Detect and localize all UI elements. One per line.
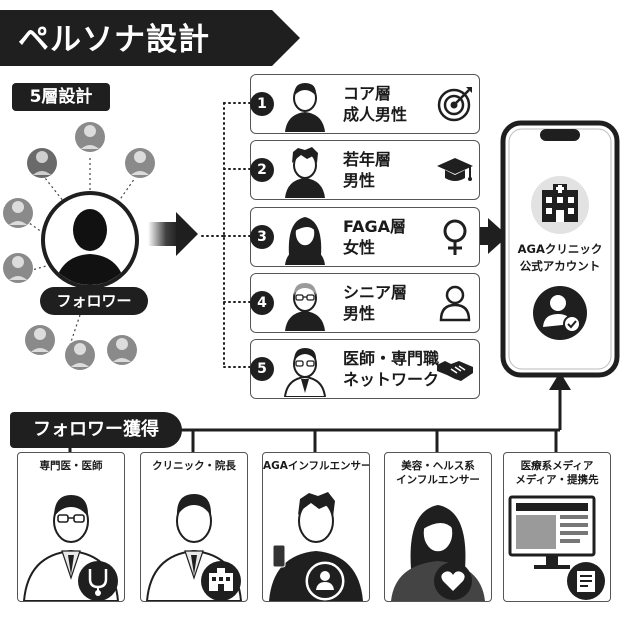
acquisition-card-clinic-director: クリニック・院長 — [140, 452, 248, 602]
layer-title: 若年層 — [343, 150, 392, 169]
acquisition-subtitle: インフルエンサー — [396, 474, 480, 486]
doctor-avatar-icon — [283, 348, 327, 397]
user-icon — [304, 560, 346, 601]
beauty-influencer-illustration — [391, 505, 485, 601]
arrow-to-layers — [148, 212, 198, 256]
media-monitor-illustration — [508, 495, 605, 600]
layer-number: 4 — [250, 291, 274, 315]
acquisition-title: 美容・ヘルス系 — [401, 460, 475, 472]
target-icon — [437, 87, 472, 122]
layer-subtitle: 成人男性 — [343, 105, 408, 124]
page-title: ペルソナ設計 — [18, 22, 210, 58]
official-account-label: AGAクリニック 公式アカウント — [510, 241, 610, 275]
layer-card-4: 4 シニア層男性 — [250, 273, 480, 333]
acquisition-card-specialist: 専門医・医師 — [17, 452, 125, 602]
acquisition-card-medical-media: 医療系メディアメディア・提携先 — [503, 452, 611, 602]
gray-avatar-icon — [25, 325, 55, 355]
acquisition-card-beauty-health-influencer: 美容・ヘルス系インフルエンサー — [384, 452, 492, 602]
senior-male-avatar-icon — [285, 283, 325, 331]
verified-user-icon — [533, 286, 587, 340]
layer-number: 1 — [250, 92, 274, 116]
faga-female-avatar-icon — [285, 217, 325, 265]
layer-title: シニア層 — [343, 283, 408, 302]
layers-label: 5層設計 — [12, 83, 110, 111]
account-name: AGAクリニック — [517, 242, 603, 256]
person-outline-icon — [439, 285, 471, 322]
layer-title: FAGA層 — [343, 217, 406, 236]
layer-card-1: 1 コア層成人男性 — [250, 74, 480, 134]
young-male-avatar-icon — [285, 147, 325, 198]
core-adult-male-avatar-icon — [285, 83, 325, 132]
clinic-director-illustration — [145, 494, 243, 601]
layer-title: 医師・専門職 — [343, 349, 440, 368]
article-icon — [567, 562, 605, 600]
acquisition-title: 専門医・医師 — [39, 460, 103, 472]
central-follower-avatar — [41, 191, 139, 289]
specialist-doctor-illustration — [22, 495, 120, 601]
follower-label: フォロワー — [40, 287, 148, 315]
gray-avatar-icon — [75, 122, 105, 152]
layer-subtitle: 男性 — [343, 304, 376, 323]
hospital-icon — [201, 561, 241, 601]
layer-number: 3 — [250, 225, 274, 249]
acquisition-subtitle: メディア・提携先 — [515, 474, 599, 486]
layer-card-5: 5 医師・専門職ネットワーク — [250, 339, 480, 399]
gray-avatar-icon — [125, 148, 155, 178]
layer-subtitle: 女性 — [343, 238, 376, 257]
gray-avatar-icon — [3, 198, 33, 228]
hospital-icon — [531, 176, 589, 234]
gray-avatar-icon — [107, 335, 137, 365]
layer-subtitle: 男性 — [343, 171, 376, 190]
title-banner — [0, 10, 300, 66]
layer-subtitle: ネットワーク — [343, 370, 440, 389]
gray-avatar-icon — [27, 148, 57, 178]
layer-number: 2 — [250, 158, 274, 182]
layer-card-3: 3 FAGA層女性 — [250, 207, 480, 267]
layer-number: 5 — [250, 357, 274, 381]
graduation-cap-icon — [437, 158, 473, 181]
gray-avatar-icon — [3, 253, 33, 283]
stethoscope-icon — [78, 561, 118, 601]
acquisition-title: 医療系メディア — [520, 460, 594, 472]
follower-crowd — [3, 122, 155, 370]
aga-influencer-illustration — [269, 492, 363, 601]
acquisition-title: クリニック・院長 — [152, 460, 236, 472]
handshake-icon — [437, 361, 473, 381]
heart-icon — [434, 562, 472, 600]
acquisition-title: AGAインフルエンサー — [263, 460, 370, 472]
smartphone — [500, 120, 620, 378]
account-type: 公式アカウント — [519, 259, 601, 273]
arrow-to-phone — [478, 218, 508, 254]
gray-avatar-icon — [65, 340, 95, 370]
female-symbol-icon — [443, 219, 467, 255]
layer-title: コア層 — [343, 84, 392, 103]
acquisition-label: フォロワー獲得 — [10, 412, 182, 448]
layer-card-2: 2 若年層男性 — [250, 140, 480, 200]
acquisition-card-aga-influencer: AGAインフルエンサー — [262, 452, 370, 602]
